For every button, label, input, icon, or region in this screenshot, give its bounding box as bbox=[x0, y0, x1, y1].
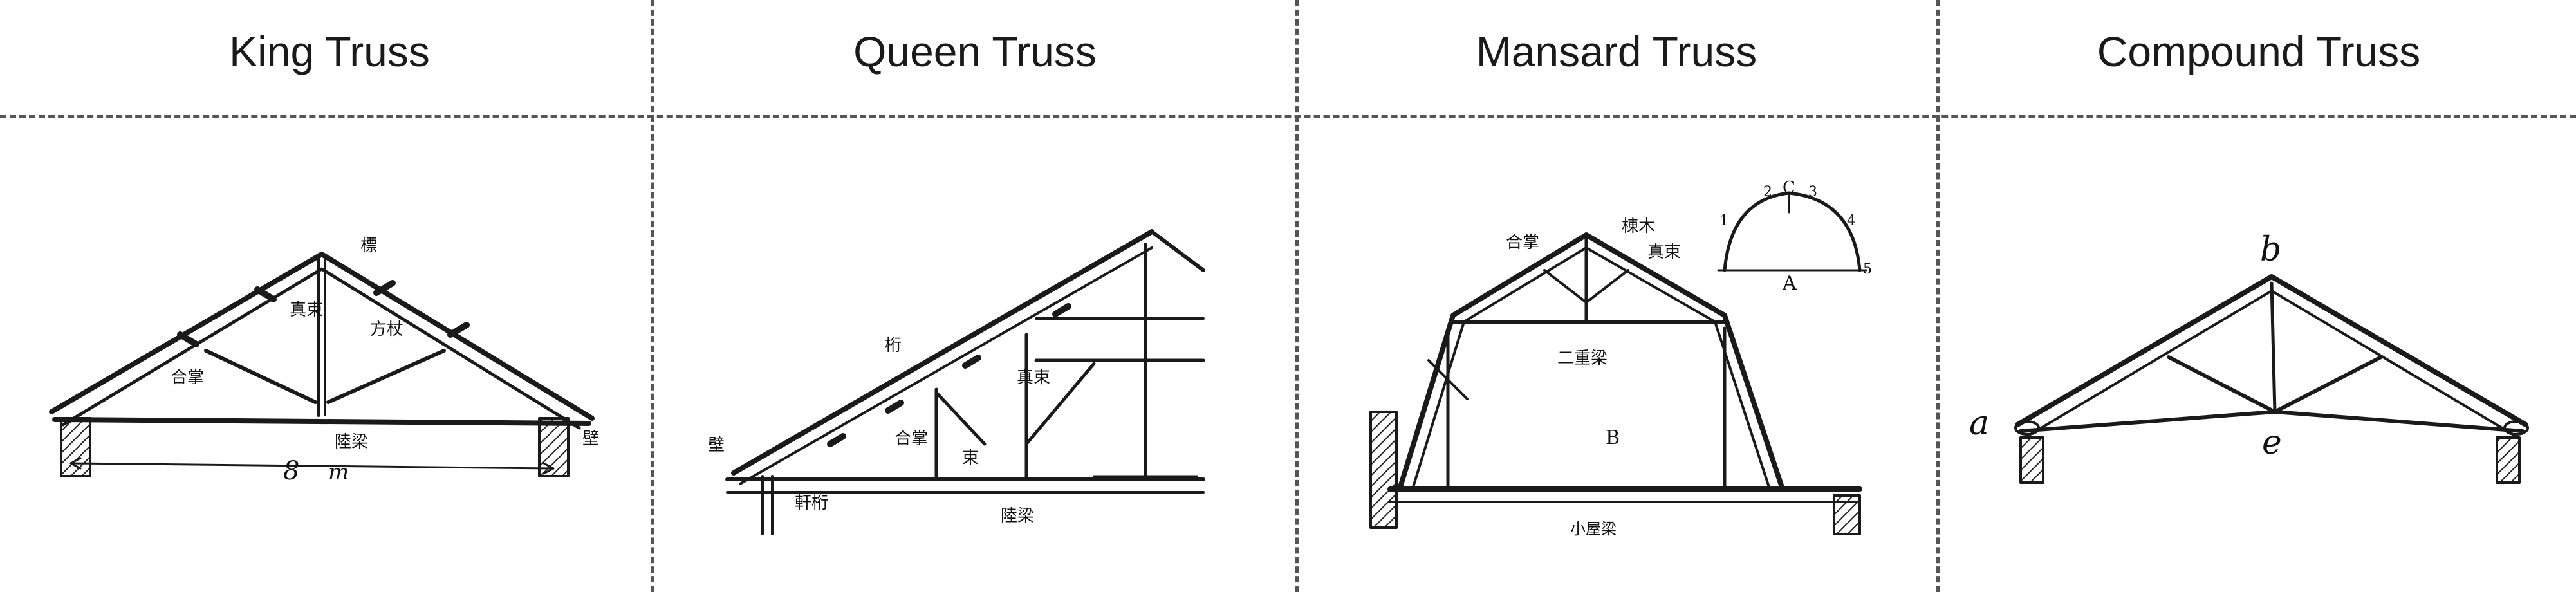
king-truss-span-unit: m bbox=[328, 459, 349, 485]
queen-truss-note-rafter: 合掌 bbox=[894, 429, 928, 449]
panel-title-mansard-truss: Mansard Truss bbox=[1476, 28, 1757, 75]
compound-truss-label-a: a bbox=[1969, 404, 1989, 443]
compound-truss-label-b: b bbox=[2260, 230, 2281, 269]
king-truss-note-tie-beam: 陸梁 bbox=[335, 432, 368, 452]
mansard-truss-label-2: 2 bbox=[1763, 184, 1772, 200]
panel-divider-2 bbox=[1295, 0, 1299, 592]
king-truss-note-strut: 方杖 bbox=[370, 320, 403, 339]
mansard-truss-label-a: A bbox=[1782, 272, 1797, 295]
queen-truss-note-purlin: 桁 bbox=[885, 336, 902, 355]
mansard-truss-note-upper-beam: 二重梁 bbox=[1557, 349, 1608, 368]
panel-title-queen-truss: Queen Truss bbox=[853, 28, 1097, 75]
mansard-truss-drawing bbox=[1369, 191, 1867, 535]
compound-truss-drawing bbox=[2014, 274, 2529, 484]
mansard-truss-label-b: B bbox=[1606, 427, 1620, 449]
queen-truss-note-tie-beam: 陸梁 bbox=[1001, 506, 1034, 526]
panel-divider-1 bbox=[651, 0, 654, 592]
mansard-truss-label-5: 5 bbox=[1863, 261, 1872, 277]
mansard-truss-label-c: C bbox=[1783, 178, 1795, 198]
king-truss-note-wall: 壁 bbox=[582, 429, 599, 449]
panel-title-king-truss: King Truss bbox=[229, 28, 430, 75]
panel-divider-3 bbox=[1936, 0, 1940, 592]
queen-truss-note-post: 束 bbox=[962, 449, 979, 468]
mansard-truss-label-4: 4 bbox=[1847, 213, 1856, 229]
mansard-truss-note-attic-beam: 小屋梁 bbox=[1570, 520, 1617, 538]
king-truss-note-ridge: 標 bbox=[360, 236, 377, 255]
king-truss-note-king-post: 真束 bbox=[290, 301, 323, 320]
header-divider bbox=[0, 115, 2576, 118]
queen-truss-note-wall: 壁 bbox=[708, 436, 725, 455]
mansard-truss-note-rafter: 合掌 bbox=[1506, 233, 1539, 252]
queen-truss-note-eave: 軒桁 bbox=[795, 494, 828, 513]
mansard-truss-note-ridge: 棟木 bbox=[1622, 217, 1655, 236]
queen-truss-drawing bbox=[725, 229, 1205, 535]
queen-truss-note-king-post: 真束 bbox=[1017, 368, 1050, 387]
king-truss-span-number: 8 bbox=[283, 456, 299, 486]
king-truss-note-rafter: 合掌 bbox=[171, 368, 204, 387]
mansard-truss-label-3: 3 bbox=[1808, 184, 1817, 200]
king-truss-drawing bbox=[49, 252, 595, 477]
compound-truss-label-e: e bbox=[2262, 423, 2282, 462]
mansard-truss-note-king-post: 真束 bbox=[1647, 243, 1681, 262]
mansard-truss-label-1: 1 bbox=[1719, 213, 1728, 229]
panel-title-compound-truss: Compound Truss bbox=[2097, 28, 2421, 75]
